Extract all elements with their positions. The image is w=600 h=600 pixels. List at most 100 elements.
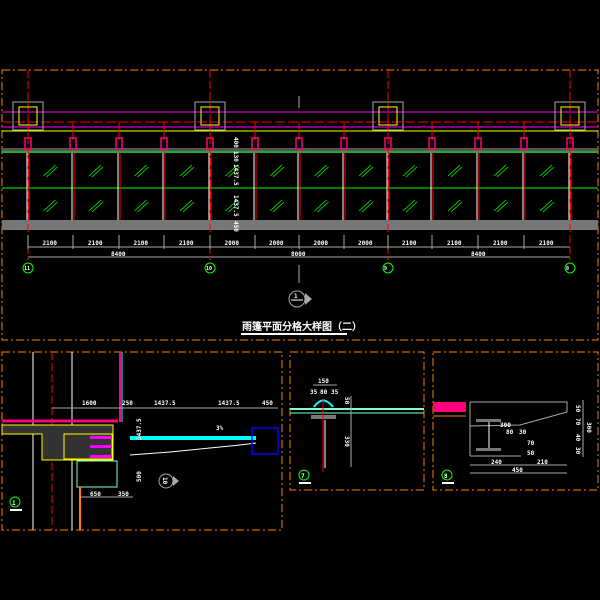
vdim: 1437.5	[232, 195, 239, 217]
dim: 300	[500, 422, 511, 429]
detail7: 150 35 80 35 50 330 7	[290, 378, 424, 484]
dim: 50	[527, 450, 535, 457]
bay-dim: 2100	[179, 240, 194, 247]
glass-hatch	[179, 199, 195, 213]
bay-dim: 2100	[43, 240, 58, 247]
total-dim: 8400	[111, 251, 126, 258]
vdim: 400	[232, 137, 239, 148]
glass-hatch	[88, 199, 104, 213]
glass-hatch	[314, 164, 329, 178]
glass-hatch	[539, 164, 555, 178]
grid-axis-label: 10	[206, 266, 212, 272]
dim: 450	[512, 467, 523, 474]
detail8-frame	[432, 351, 599, 491]
grid-axis-label: 11	[24, 266, 30, 272]
dim: 350	[118, 491, 129, 498]
vdim: 1437.5	[232, 164, 239, 186]
grid-axis-label: 9	[384, 266, 387, 272]
glass-hatch	[314, 199, 329, 213]
glass-hatch	[225, 199, 240, 213]
detail7-frame	[289, 351, 425, 491]
bracket	[295, 137, 303, 151]
glass-hatch	[134, 164, 149, 178]
dim: 50	[343, 397, 350, 405]
glass-hatch	[402, 164, 418, 178]
glass-hatch	[43, 199, 58, 213]
glass-hatch	[225, 164, 240, 178]
bracket	[251, 137, 259, 151]
glass-hatch	[447, 199, 463, 213]
total-dim: 8000	[291, 251, 306, 258]
column-core	[378, 106, 398, 126]
bay-dim: 2100	[539, 240, 554, 247]
bay-dim: 2000	[225, 240, 240, 247]
glass-hatch	[493, 164, 509, 178]
glass-hatch	[269, 199, 285, 213]
dim: 80	[506, 429, 514, 436]
detail1-frame	[1, 351, 283, 531]
dim: 210	[537, 459, 548, 466]
glass-hatch	[493, 199, 509, 213]
bracket	[69, 137, 77, 151]
total-dim: 8400	[471, 251, 486, 258]
plan-frame	[1, 69, 599, 341]
dim: 30	[574, 447, 581, 455]
grid-bubble	[204, 262, 216, 274]
bay-dim: 2000	[358, 240, 373, 247]
grid-bubble	[564, 262, 576, 274]
glass-hatch	[43, 164, 58, 178]
dim: 150	[318, 378, 329, 385]
bracket	[474, 137, 482, 151]
bay-dim: 2000	[314, 240, 329, 247]
column-core	[200, 106, 220, 126]
dim: 50	[574, 405, 581, 413]
detail-label: 8	[444, 473, 448, 480]
dim: 1437.5	[218, 400, 240, 407]
bay-dim: 2100	[493, 240, 508, 247]
bay-dim: 2100	[134, 240, 149, 247]
grid-axis-label: 8	[566, 266, 569, 272]
dim: 35	[310, 389, 318, 396]
vdim: 450	[232, 221, 239, 232]
glass-hatch	[358, 199, 374, 213]
dim: 240	[491, 459, 502, 466]
dim: 70	[574, 418, 581, 426]
column	[12, 101, 44, 131]
bracket	[160, 137, 168, 151]
grid-bubble	[382, 262, 394, 274]
column	[554, 101, 586, 131]
dim: 1600	[82, 400, 97, 407]
glass-hatch	[402, 199, 418, 213]
column-core	[560, 106, 580, 126]
detail8: 300 80 30 70 50 50 70 40 30 300 240 210 …	[433, 400, 592, 484]
bracket	[340, 137, 348, 151]
column	[372, 101, 404, 131]
bay-dim: 2100	[447, 240, 462, 247]
dim: 1437.5	[136, 418, 143, 440]
svg-text:10: 10	[161, 477, 168, 485]
vertical-dims: 400 130 1437.5 1437.5 450	[232, 137, 239, 232]
dim: 70	[527, 440, 535, 447]
glass-hatch	[539, 199, 555, 213]
glass-hatch	[447, 164, 463, 178]
slope-label: 3%	[216, 425, 224, 432]
column-core	[18, 106, 38, 126]
bay-dim: 2100	[402, 240, 417, 247]
dim: 300	[585, 422, 592, 433]
dim: 330	[343, 436, 350, 447]
glass-hatch	[88, 164, 104, 178]
dim: 250	[122, 400, 133, 407]
dim: 35	[331, 389, 339, 396]
edge-hatch	[2, 220, 598, 230]
glass-hatch	[179, 164, 195, 178]
glass-hatch	[134, 199, 149, 213]
svg-text:1: 1	[294, 293, 298, 300]
dim: 500	[136, 471, 143, 482]
bay-dim: 2100	[88, 240, 103, 247]
detail-label: 1	[12, 500, 16, 507]
dim: 450	[262, 400, 273, 407]
detail1: 1600 250 1437.5 1437.5 450 3% 1437.5 500…	[1, 352, 279, 530]
dim: 650	[90, 491, 101, 498]
dim: 40	[574, 434, 581, 442]
